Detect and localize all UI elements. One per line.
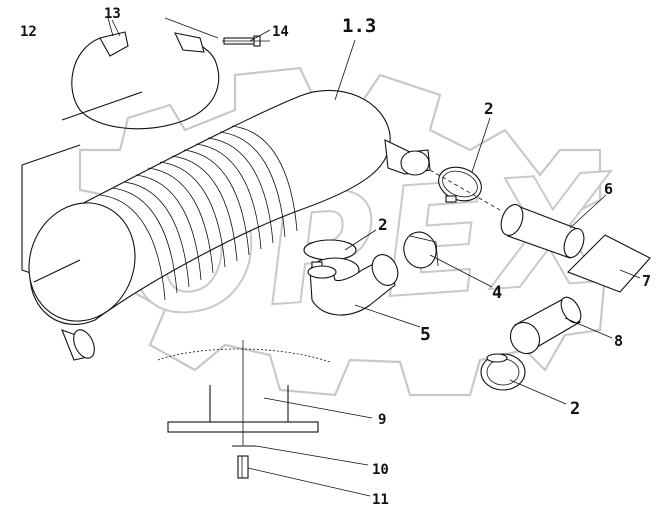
part-13-band-clamp xyxy=(71,17,220,130)
filter-pleats xyxy=(99,125,298,301)
callout-11: 11 xyxy=(372,492,389,508)
callout-8: 8 xyxy=(614,332,623,350)
part-1-3-air-cleaner-body xyxy=(28,89,431,361)
part-2-clamp-lower xyxy=(480,353,526,391)
callout-9: 9 xyxy=(378,412,386,428)
callout-10: 10 xyxy=(372,462,389,478)
callouts: 12 13 14 1.3 2 6 2 4 7 5 8 2 9 10 11 xyxy=(20,6,651,508)
callout-2-middle: 2 xyxy=(378,215,388,234)
watermark-gear-outline xyxy=(78,66,607,397)
callout-12: 12 xyxy=(20,24,37,40)
part-11-nut xyxy=(237,455,249,479)
callout-13: 13 xyxy=(104,6,121,22)
part-5-elbow-hose xyxy=(307,254,399,316)
callout-14: 14 xyxy=(272,24,289,40)
callout-7: 7 xyxy=(642,272,651,290)
part-7-gasket xyxy=(567,234,651,293)
callout-4: 4 xyxy=(492,283,502,303)
callout-2-upper: 2 xyxy=(484,99,494,118)
callout-5: 5 xyxy=(420,324,431,345)
part-8-tube xyxy=(509,296,582,355)
part-14-bolt xyxy=(222,35,270,47)
callout-6: 6 xyxy=(604,180,613,198)
part-4-clamp xyxy=(403,231,439,269)
part-6-straight-hose xyxy=(500,204,585,259)
callout-2-lower: 2 xyxy=(570,399,580,419)
part-9-bracket xyxy=(157,340,331,445)
callout-1-3: 1.3 xyxy=(342,15,376,37)
leader-lines xyxy=(111,19,641,497)
